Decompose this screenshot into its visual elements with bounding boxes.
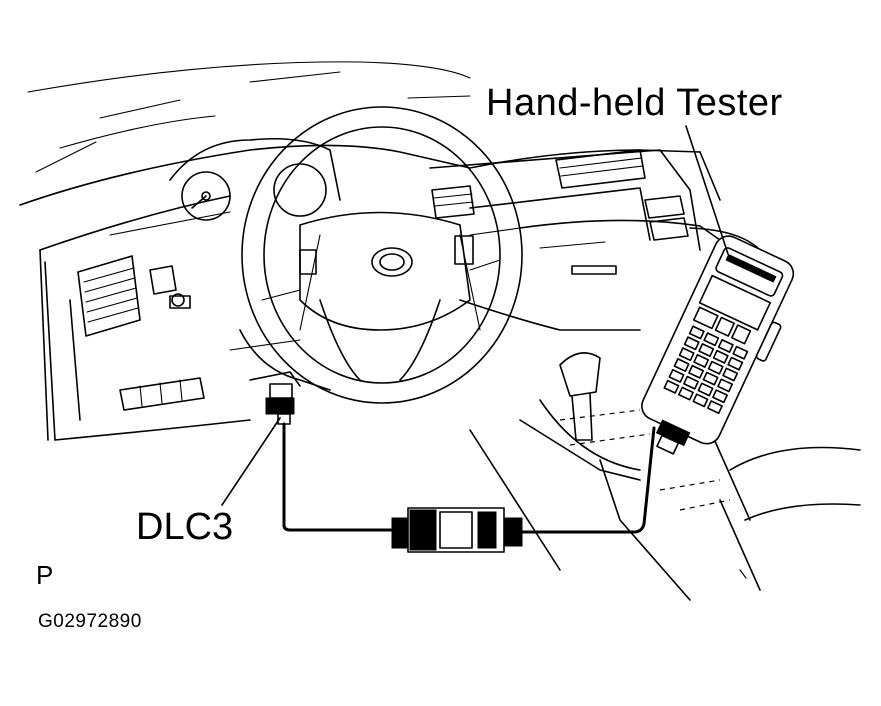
dlc3-label: DLC3	[136, 506, 234, 548]
dlc3-connector	[265, 383, 295, 425]
lower-dash-switches	[119, 339, 301, 411]
left-air-vent	[77, 255, 191, 337]
position-letter-label: P	[36, 560, 54, 590]
tester-cable	[520, 426, 656, 534]
figure-code-label: G02972890	[38, 611, 142, 632]
windshield-lines	[27, 61, 471, 173]
dashboard-panel	[19, 144, 761, 441]
hand-held-tester-label: Hand-held Tester	[486, 82, 783, 124]
passenger-seat	[659, 429, 861, 591]
dlc3-cable	[282, 422, 398, 532]
steering-wheel	[241, 106, 523, 404]
gear-shifter	[469, 352, 691, 601]
cable-adapter	[391, 507, 523, 553]
tester-keypad	[663, 325, 749, 415]
center-air-vent	[431, 149, 689, 275]
tester-leader-line	[685, 125, 729, 255]
hand-held-tester	[641, 235, 795, 455]
dlc3-leader-line	[221, 417, 281, 506]
steering-column	[239, 329, 331, 391]
